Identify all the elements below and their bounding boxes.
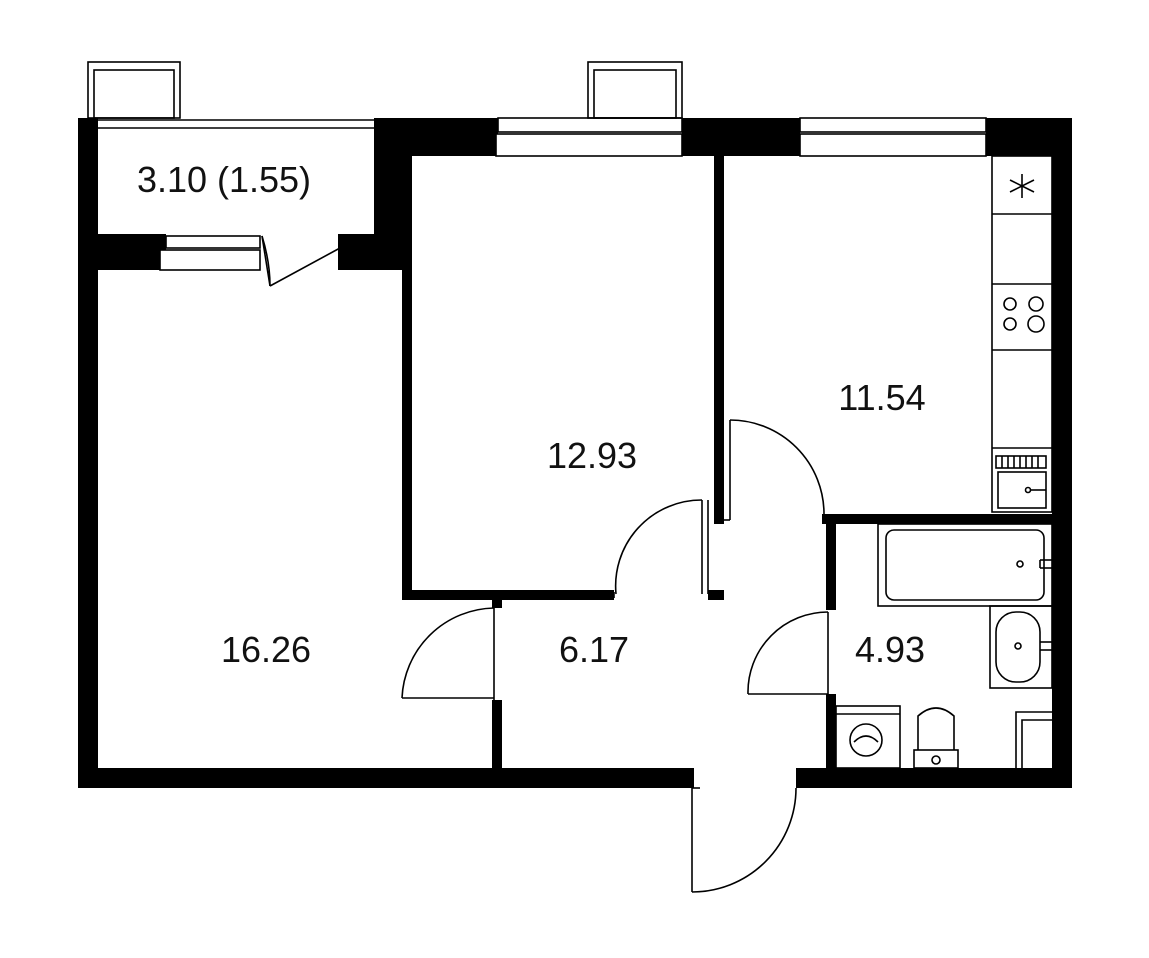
doors [261, 235, 829, 893]
door-balcony[interactable] [261, 235, 341, 287]
wall-bedroom-kitchen [714, 150, 724, 524]
wall-bedroom-bottom-right [708, 590, 724, 600]
cabinet-icon [1015, 711, 1052, 768]
door-living[interactable] [401, 607, 495, 700]
walls [78, 118, 1072, 788]
washbasin-icon [989, 605, 1053, 689]
door-bathroom[interactable] [747, 611, 829, 695]
room-label-bathroom: 4.93 [855, 629, 925, 670]
kitchen-counter [991, 155, 1053, 513]
balcony [87, 61, 683, 234]
wall-top-b [682, 118, 800, 156]
door-entrance[interactable] [691, 787, 797, 893]
wall-bottom-right [796, 768, 1072, 788]
room-label-hallway: 6.17 [559, 629, 629, 670]
room-label-kitchen: 11.54 [838, 377, 925, 418]
room-label-living-room: 16.26 [221, 629, 311, 670]
wall-right [1052, 118, 1072, 788]
railing-left-inner [93, 69, 175, 119]
window-kitchen-inner [799, 133, 987, 157]
railing-center-inner [593, 69, 677, 119]
wall-bathroom-left-lower [826, 694, 836, 774]
kitchen-fixtures [991, 155, 1053, 513]
wall-kitchen-bottom [822, 514, 1072, 524]
wall-bathroom-left-upper [826, 514, 836, 610]
wall-top-c [986, 118, 1072, 156]
window-kitchen-outer [799, 117, 987, 133]
wall-bedroom-bottom [402, 590, 614, 600]
room-label-bedroom: 12.93 [547, 435, 637, 476]
balcony-outline [89, 119, 374, 234]
stove-icon [1003, 296, 1045, 333]
wall-balcony-left [78, 118, 90, 268]
toilet-icon [913, 707, 959, 769]
room-labels: 3.10 (1.55) 16.26 12.93 11.54 6.17 4.93 [137, 159, 926, 670]
washing-machine-icon [835, 705, 901, 769]
wall-balcony-bottom-left [90, 234, 166, 270]
kitchen-sink-icon [995, 455, 1047, 509]
wall-bottom-left [78, 768, 694, 788]
wall-living-bedroom [402, 150, 412, 598]
bathroom-fixtures [835, 523, 1053, 769]
bathtub-icon [877, 523, 1053, 607]
door-kitchen[interactable] [724, 419, 825, 521]
window-bedroom-outer [497, 117, 683, 133]
window-balcony-living [165, 235, 261, 249]
wall-balcony-right [374, 118, 404, 270]
wall-living-hall-lower [492, 700, 502, 770]
window-balcony-living-2 [159, 249, 261, 271]
room-label-balcony: 3.10 (1.55) [137, 159, 311, 200]
wall-left [78, 118, 98, 788]
hood-icon [1009, 174, 1035, 198]
window-bedroom-inner [495, 133, 683, 157]
door-bedroom[interactable] [613, 499, 709, 598]
wall-stub-hall [492, 598, 502, 608]
